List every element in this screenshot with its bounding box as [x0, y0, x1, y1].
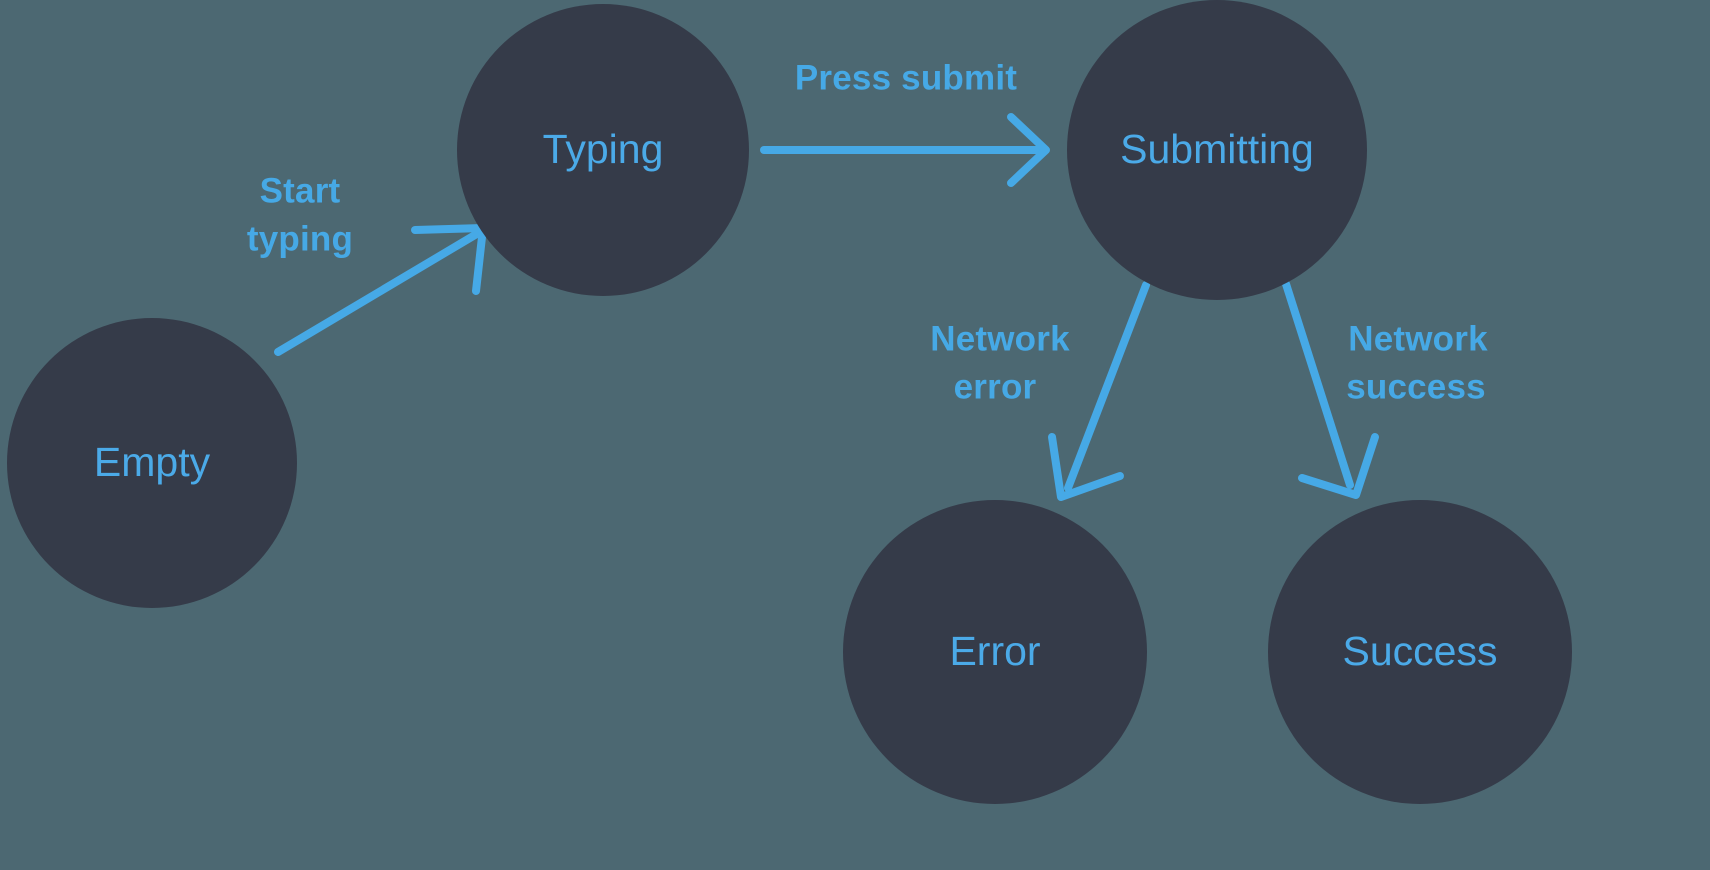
- transition-start-typing-label-line2: typing: [247, 219, 353, 258]
- transition-press-submit-label: Press submit: [795, 58, 1017, 97]
- transition-network-error[interactable]: Network error: [930, 281, 1150, 501]
- transition-press-submit-arrowhead: [1007, 113, 1050, 187]
- transition-network-success[interactable]: Network success: [1282, 280, 1488, 499]
- state-node-error-circle: [843, 500, 1147, 804]
- transition-network-success-label-line1: Network: [1348, 319, 1488, 358]
- transition-network-error-label-line2: error: [954, 367, 1037, 406]
- transition-start-typing[interactable]: Start typing: [247, 171, 487, 356]
- state-node-success-circle: [1268, 500, 1572, 804]
- state-node-typing-circle: [457, 4, 749, 296]
- transition-network-success-arrowhead: [1298, 433, 1379, 499]
- state-node-typing-label: Typing: [543, 126, 664, 172]
- transition-network-success-line: [1282, 280, 1354, 489]
- state-node-success[interactable]: Success: [1268, 500, 1572, 804]
- transition-network-error-arrowhead: [1048, 433, 1124, 501]
- transition-press-submit[interactable]: Press submit: [760, 58, 1050, 187]
- state-node-submitting-label: Submitting: [1120, 126, 1314, 172]
- transition-start-typing-line: [274, 228, 484, 356]
- state-node-submitting-circle: [1067, 0, 1367, 300]
- transition-network-error-line: [1064, 281, 1150, 492]
- state-node-submitting[interactable]: Submitting: [1067, 0, 1367, 300]
- state-node-error-label: Error: [949, 628, 1040, 674]
- transition-network-success-label-line2: success: [1346, 367, 1486, 406]
- state-node-error[interactable]: Error: [843, 500, 1147, 804]
- transition-network-error-label-line1: Network: [930, 319, 1070, 358]
- state-node-empty-label: Empty: [94, 439, 211, 485]
- state-node-empty-circle: [7, 318, 297, 608]
- transition-start-typing-label-line1: Start: [260, 171, 341, 210]
- state-node-success-label: Success: [1343, 628, 1498, 674]
- state-node-empty[interactable]: Empty: [7, 318, 297, 608]
- state-node-typing[interactable]: Typing: [457, 4, 749, 296]
